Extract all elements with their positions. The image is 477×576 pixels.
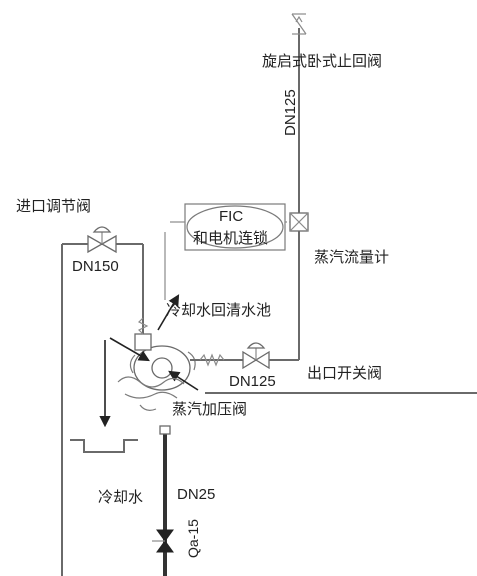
cooling-water-fitting <box>159 425 171 435</box>
swing-check-valve-icon <box>291 13 307 35</box>
motor-interlock-label: 和电机连锁 <box>193 230 268 247</box>
fic-controller <box>170 203 290 251</box>
arrow-inlet-to-turbine <box>109 337 150 362</box>
dn125-top-label: DN125 <box>282 89 299 136</box>
inlet-regulating-valve-icon <box>87 226 117 254</box>
dn150-label: DN150 <box>72 258 119 275</box>
outlet-bellows <box>199 353 225 367</box>
dn125-outlet-label: DN125 <box>229 373 276 390</box>
steam-pressure-tubing <box>117 376 185 411</box>
drain-sump <box>70 439 138 453</box>
qa15-label: Qa-15 <box>185 519 201 558</box>
outlet-switch-valve-icon <box>242 342 270 370</box>
cooling-water-pool-label: 冷却水回清水池 <box>166 302 271 319</box>
swing-check-valve-label: 旋启式卧式止回阀 <box>262 53 382 70</box>
fic-label: FIC <box>219 208 243 225</box>
arrow-to-cooling-pool <box>157 294 180 331</box>
steam-pressure-valve-label: 蒸汽加压阀 <box>172 401 247 418</box>
dn25-label: DN25 <box>177 486 215 503</box>
steam-flowmeter-label: 蒸汽流量计 <box>314 249 389 266</box>
cooling-water-valve-icon <box>152 529 174 553</box>
turbine-icon <box>129 317 196 391</box>
outlet-switch-valve-label: 出口开关阀 <box>307 365 382 382</box>
cooling-water-label: 冷却水 <box>98 489 143 506</box>
arrow-outlet-down <box>168 370 199 391</box>
inlet-regulating-valve-label: 进口调节阀 <box>16 198 91 215</box>
steam-flowmeter-icon <box>289 212 309 232</box>
